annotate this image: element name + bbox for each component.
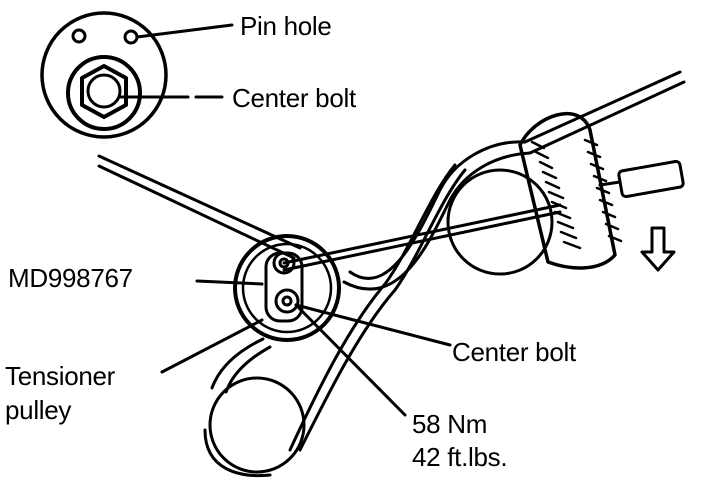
lower-pulley xyxy=(208,376,306,474)
leader-tensioner xyxy=(160,318,264,374)
tensioner-pulley xyxy=(233,234,341,342)
label-center-bolt-top: Center bolt xyxy=(232,83,356,113)
arrow-down-icon xyxy=(640,226,676,272)
label-torque-nm: 58 Nm xyxy=(412,409,488,439)
label-pin-hole: Pin hole xyxy=(240,11,332,41)
leader-pin-hole xyxy=(135,23,234,39)
leader-tool xyxy=(195,279,264,286)
label-torque-ftlbs: 42 ft.lbs. xyxy=(412,442,508,472)
label-center-bolt-right: Center bolt xyxy=(452,337,576,367)
label-tool-number: MD998767 xyxy=(8,263,133,293)
leader-torque xyxy=(294,303,407,417)
upper-pulley xyxy=(446,168,554,276)
label-tensioner-line1: Tensioner xyxy=(5,361,116,391)
label-tensioner-line2: pulley xyxy=(5,395,72,425)
leader-center-bolt-right xyxy=(294,303,452,347)
tool-rod xyxy=(282,203,562,272)
inset-pulley xyxy=(40,11,168,139)
torque-wrench-head xyxy=(518,111,685,270)
timing-belt xyxy=(97,70,686,452)
